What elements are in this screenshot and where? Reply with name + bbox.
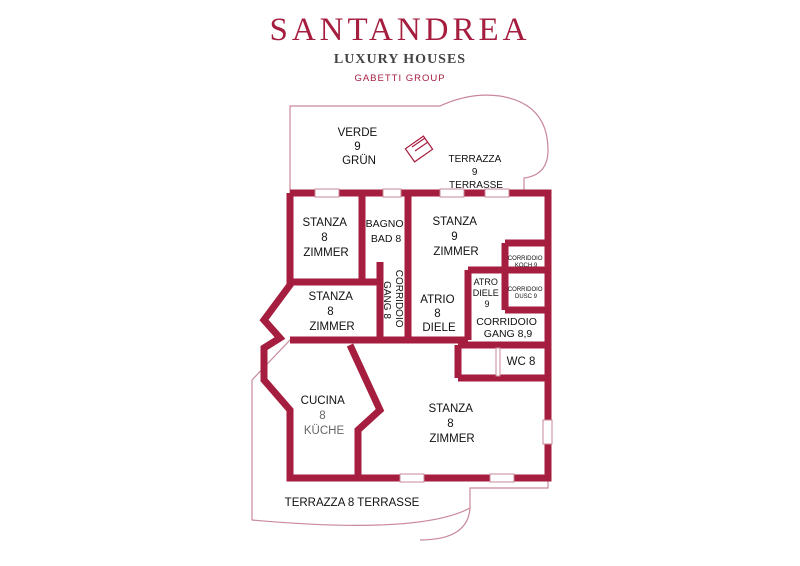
room-number: 9 [354, 141, 360, 153]
room-name-de: ZIMMER [303, 247, 348, 259]
window [489, 473, 515, 483]
label-stanza8-mid: STANZA 8 ZIMMER [308, 291, 355, 333]
room-name: STANZA [432, 216, 477, 228]
room-name: CUCINA [301, 395, 345, 407]
label-terrazza9: TERRAZZA 9 TERRASSE [448, 154, 503, 191]
room-name-de: ZIMMER [309, 321, 354, 333]
label-wc8: WC 8 [507, 356, 536, 368]
room-name: VERDE [338, 127, 378, 139]
brand-subtitle: LUXURY HOUSES [333, 52, 467, 67]
room-name-de: DUSC 9 [515, 294, 538, 300]
room-name: BAGNO [366, 218, 404, 230]
walls [259, 189, 552, 482]
room-name: WC 8 [507, 356, 536, 368]
terrace-outlines [251, 94, 549, 541]
room-number: 8 [319, 410, 325, 422]
window [439, 188, 465, 198]
label-stanza8-big: STANZA 8 ZIMMER [428, 403, 475, 445]
room-name: ATRO [474, 277, 498, 287]
room-name: CORRIDOIO [508, 256, 543, 262]
window [484, 188, 510, 198]
room-number: 8 [321, 232, 327, 244]
kitchen-wall [346, 343, 385, 478]
room-name: CORRIDOIO [393, 270, 404, 328]
room-name: STANZA [428, 403, 473, 415]
room-name: STANZA [302, 217, 347, 229]
label-stanza9: STANZA 9 ZIMMER [432, 216, 479, 258]
label-corridoio-dusc: CORRIDOIO DUSC 9 [508, 287, 544, 300]
room-name-de: DIELE [422, 322, 456, 334]
room-name-de: TERRASSE [449, 180, 503, 191]
terrace-arc [419, 507, 471, 541]
label-verde: VERDE 9 GRÜN [338, 127, 381, 167]
windows [314, 188, 553, 483]
label-bagno: BAGNO BAD 8 [366, 218, 407, 245]
label-atrio8: ATRIO 8 DIELE [420, 294, 458, 334]
room-number: 9 [451, 231, 457, 243]
room-number: 8 [327, 306, 333, 318]
room-name: CORRIDOIO [508, 287, 543, 293]
room-name-de: KOCH 9 [515, 263, 538, 269]
room-name-de: KÜCHE [304, 425, 345, 437]
label-stanza8-top: STANZA 8 ZIMMER [302, 217, 349, 259]
brand-logo: SANTANDREA [269, 12, 531, 48]
room-number: 9 [484, 299, 489, 309]
terrace-edge [251, 339, 291, 381]
label-terrazza8: TERRAZZA 8 TERRASSE [285, 497, 420, 509]
room-number: 8 [434, 308, 440, 320]
room-number: 8 [447, 418, 453, 430]
room-labels: VERDE 9 GRÜN TERRAZZA 9 TERRASSE STANZA … [285, 127, 544, 509]
room-name: TERRAZZA 8 TERRASSE [285, 497, 420, 509]
label-atrio9: ATRO DIELE 9 [473, 277, 502, 309]
room-name-de: GANG 8 [381, 281, 392, 319]
room-name: ATRIO [420, 294, 454, 306]
label-cucina: CUCINA 8 KÜCHE [301, 395, 348, 437]
stair-icon [404, 135, 434, 163]
label-corridoio-gang89: CORRIDOIO GANG 8,9 [476, 316, 540, 340]
label-corridoio-vert: CORRIDOIO GANG 8 [381, 270, 404, 331]
window [542, 419, 553, 445]
room-name-de: GRÜN [342, 155, 376, 167]
room-name: STANZA [308, 291, 353, 303]
room-name-de: ZIMMER [433, 246, 478, 258]
window [382, 188, 402, 198]
room-name-de: ZIMMER [429, 433, 474, 445]
room-name: CORRIDOIO [476, 316, 537, 328]
upper-terrace-outline [289, 94, 549, 193]
outer-wall [259, 189, 552, 482]
label-corridoio-koch: CORRIDOIO KOCH 9 [508, 256, 544, 269]
room-name-de: BAD 8 [371, 233, 402, 245]
room-number: 9 [472, 167, 478, 178]
window [399, 473, 425, 483]
brand-group: GABETTI GROUP [354, 73, 446, 84]
room-name: TERRAZZA [448, 154, 501, 165]
room-name-de: DIELE [473, 288, 499, 298]
room-name-de: GANG 8,9 [484, 328, 533, 340]
window [314, 188, 340, 198]
window [495, 347, 501, 377]
